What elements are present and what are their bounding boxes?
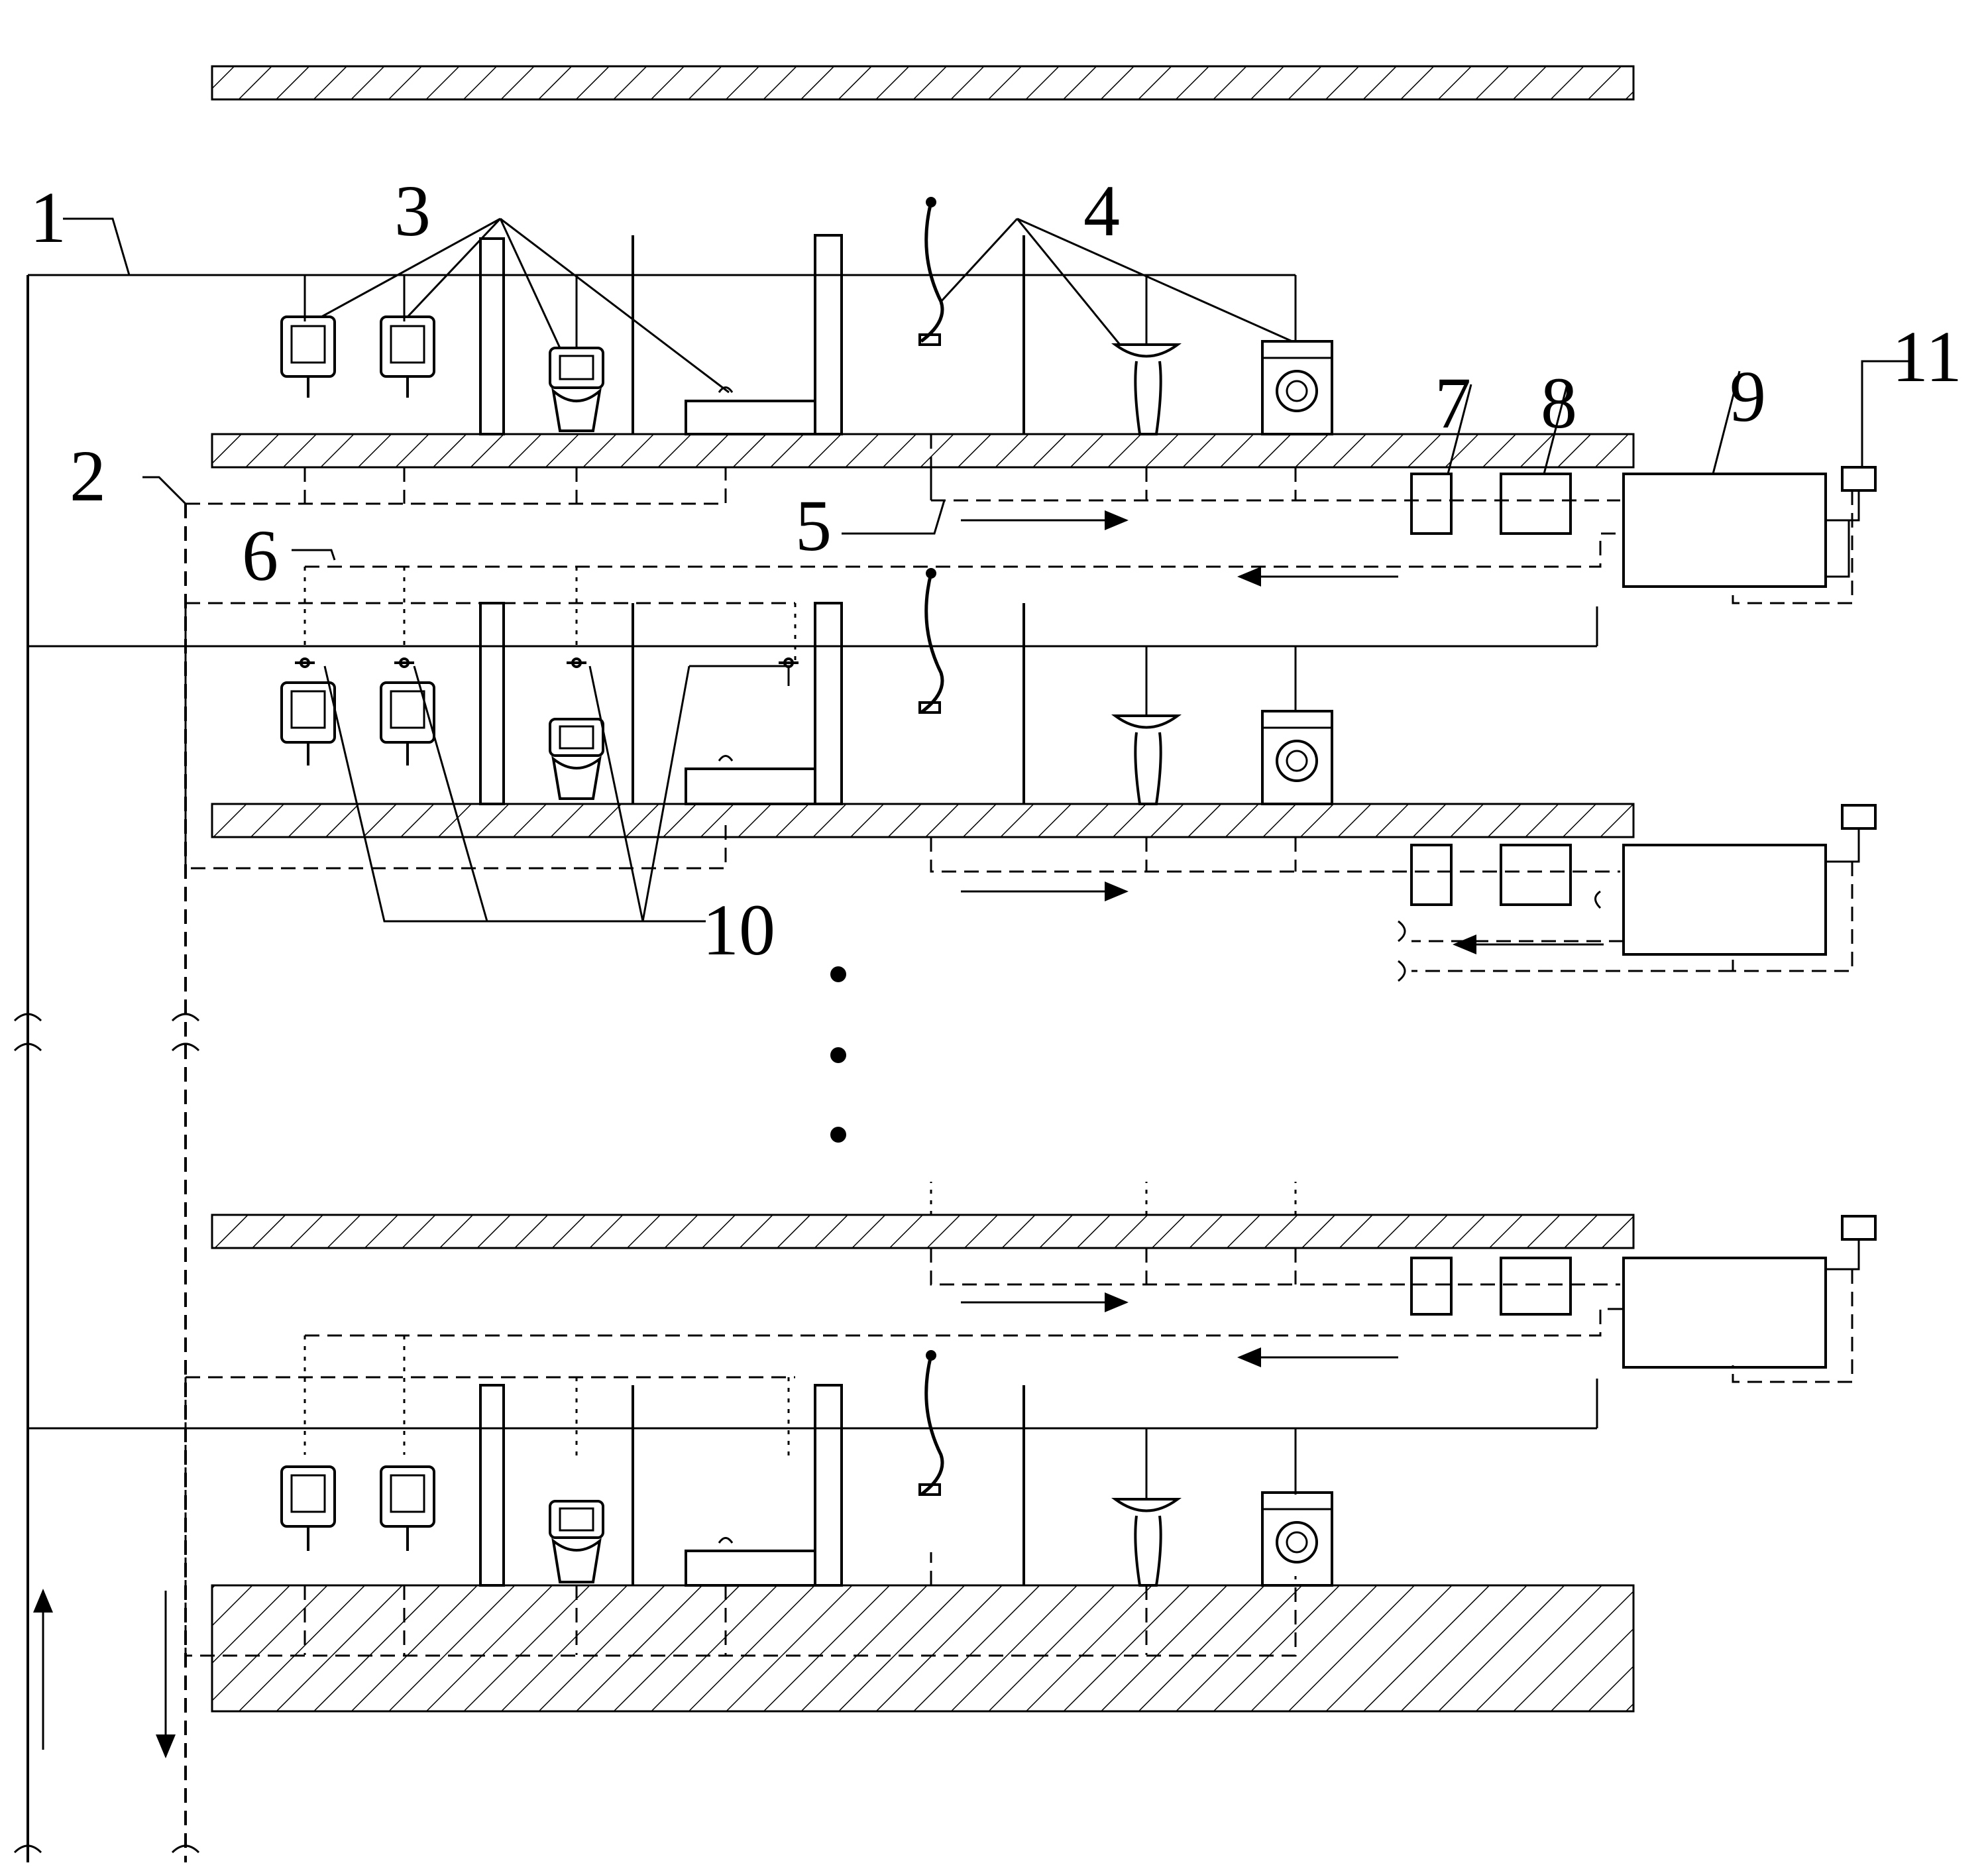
label-6: 6 <box>242 515 278 596</box>
treatment-unit-8 <box>1500 844 1572 906</box>
label-7: 7 <box>1435 363 1471 443</box>
partition-wall <box>479 1384 505 1587</box>
recycled-water-pipe-floor-3 <box>305 1308 1624 1337</box>
washbasin-icon <box>1111 1498 1182 1587</box>
filter-unit-7 <box>1410 844 1453 906</box>
urinal-icon <box>380 315 435 398</box>
slab-roof <box>211 65 1635 101</box>
label-5: 5 <box>795 485 832 566</box>
shower-icon <box>918 568 944 714</box>
slab-floor-1 <box>211 433 1635 469</box>
shower-icon <box>918 1350 944 1496</box>
floor-1 <box>28 197 1877 604</box>
filter-unit-7 <box>1410 1257 1453 1316</box>
valve-icon <box>295 657 315 668</box>
floor-slabs <box>211 65 1635 1713</box>
storage-tank-9 <box>1622 473 1827 588</box>
risers <box>13 275 200 1862</box>
riser-break-1 <box>13 1013 200 1854</box>
toilet-icon <box>549 347 604 432</box>
label-8: 8 <box>1541 363 1577 443</box>
drain-collection-floor-1 <box>186 467 727 505</box>
grey-water-pipe-floor-3 <box>930 1248 1620 1286</box>
urinal-icon <box>280 1465 336 1551</box>
bathtub-icon <box>685 602 843 805</box>
washbasin-icon <box>1111 343 1182 435</box>
label-3: 3 <box>394 170 431 251</box>
valve-icon <box>394 657 414 668</box>
washing-machine-icon <box>1261 340 1333 435</box>
urinal-icon <box>380 681 435 766</box>
grey-water-pipe-floor-2 <box>930 837 1620 873</box>
label-2: 2 <box>70 435 106 516</box>
bathtub-icon <box>685 1384 843 1587</box>
toilet-icon <box>549 1500 604 1583</box>
shower-icon <box>918 197 944 346</box>
washing-machine-icon <box>1261 1491 1333 1587</box>
continuation-dots <box>830 966 846 1143</box>
leader-10 <box>323 665 706 923</box>
control-unit-11 <box>1841 804 1877 830</box>
washing-machine-icon <box>1261 710 1333 805</box>
drain-loop-floor-3 <box>184 1376 1297 1657</box>
slab-floor-2 <box>211 803 1635 838</box>
treatment-unit-8 <box>1500 1257 1572 1316</box>
storage-tank-9 <box>1622 844 1827 956</box>
label-4: 4 <box>1083 170 1120 251</box>
urinal-icon <box>280 315 336 398</box>
leader-lines <box>63 217 1908 561</box>
slab-floor-3 <box>211 1214 1635 1249</box>
label-1: 1 <box>30 177 66 258</box>
slab-ground <box>211 1584 1635 1713</box>
storage-tank-9 <box>1622 1257 1827 1369</box>
urinal-icon <box>380 1465 435 1551</box>
floor-2 <box>28 567 1877 982</box>
labels: 1 2 3 4 5 6 7 8 9 10 11 <box>30 170 1962 970</box>
toilet-icon <box>549 718 604 800</box>
filter-unit-7 <box>1410 473 1453 535</box>
label-9: 9 <box>1730 356 1766 437</box>
control-unit-11 <box>1841 1215 1877 1241</box>
bathtub-icon <box>685 234 843 435</box>
partition-wall <box>479 237 505 435</box>
washbasin-icon <box>1111 714 1182 805</box>
label-11: 11 <box>1892 316 1962 397</box>
treatment-unit-8 <box>1500 473 1572 535</box>
urinal-icon <box>280 681 336 766</box>
control-unit-11 <box>1841 466 1877 492</box>
valve-icon <box>567 657 586 668</box>
label-10: 10 <box>702 889 775 970</box>
floor-3 <box>28 1182 1877 1657</box>
partition-wall <box>479 602 505 805</box>
recycled-water-pipe-floor-2 <box>305 532 1624 568</box>
